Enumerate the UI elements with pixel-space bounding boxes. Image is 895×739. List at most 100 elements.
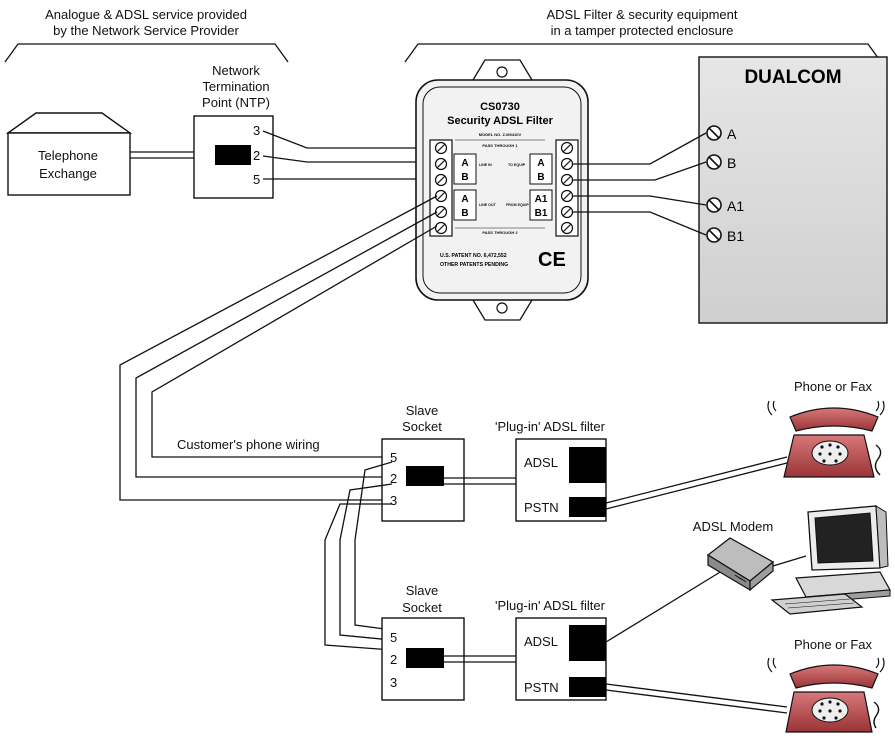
filter-pass-top: PASS THROUGH 1 xyxy=(482,143,518,148)
filter-right-label-b1: B1 xyxy=(535,208,548,219)
slave-socket-1-title-line2: Socket xyxy=(402,419,442,434)
plugin-filter-2: 'Plug-in' ADSL filter ADSL PSTN xyxy=(495,598,607,701)
filter-body-inner xyxy=(422,86,582,294)
plugin-filter-1-adsl-port xyxy=(569,447,606,483)
exchange-roof xyxy=(5,112,133,134)
enclosure-header: ADSL Filter & security equipment in a ta… xyxy=(404,7,882,63)
filter-right-label-a1: A1 xyxy=(535,194,548,205)
filter-pass-mid: PASS THROUGH 2 xyxy=(482,230,518,235)
slave-socket-2-pin-2: 2 xyxy=(390,652,397,667)
filter-patent-line2: OTHER PATENTS PENDING xyxy=(440,262,508,268)
dualcom-box xyxy=(698,56,888,324)
provider-bracket xyxy=(4,43,289,63)
plugin-filter-1-adsl-label: ADSL xyxy=(524,455,558,470)
phone1-cord-a xyxy=(605,456,788,504)
dualcom-wire-a xyxy=(573,132,707,165)
slave-socket-1-jack xyxy=(406,466,444,486)
ntp-pin-2: 2 xyxy=(253,148,260,163)
slave-socket-2-title-line2: Socket xyxy=(402,600,442,615)
filter-right-label-a: A xyxy=(537,158,544,169)
filter-left-label-b1: B xyxy=(461,172,468,183)
modem-icon xyxy=(706,537,775,592)
computer-icon xyxy=(770,505,891,615)
exchange-label-line1: Telephone xyxy=(38,148,98,163)
filter-left-label-a1: A xyxy=(461,158,468,169)
plugin-filter-1-title: 'Plug-in' ADSL filter xyxy=(495,419,606,434)
slave-socket-1: Slave Socket 5 2 3 xyxy=(381,403,465,522)
telephone-exchange: Telephone Exchange xyxy=(5,112,133,196)
filter-line-out-block xyxy=(453,189,477,221)
filter-to-equip-block xyxy=(529,153,553,185)
filter-from-equip: FROM EQUIP xyxy=(506,203,529,207)
dualcom-wire-a1 xyxy=(573,195,707,206)
filter-right-label-b: B xyxy=(537,172,544,183)
socket-link-wire-a xyxy=(324,503,393,651)
filter-line-out: LINE OUT xyxy=(479,203,497,207)
provider-header-line1: Analogue & ADSL service provided xyxy=(45,7,247,22)
slave-socket-2-pin-5: 5 xyxy=(390,630,397,645)
dualcom-wire-b1 xyxy=(573,211,707,236)
ntp-pin-5: 5 xyxy=(253,172,260,187)
enclosure-header-line1: ADSL Filter & security equipment xyxy=(547,7,738,22)
customer-wire-mid xyxy=(135,211,438,478)
enclosure-header-line2: in a tamper protected enclosure xyxy=(551,23,734,38)
dualcom-terminal-a-label: A xyxy=(727,126,737,142)
filter-left-terminal-strip xyxy=(429,139,453,237)
modem-label: ADSL Modem xyxy=(693,519,773,534)
ntp-title-line3: Point (NTP) xyxy=(202,95,270,110)
filter-model-no: MODEL NO. Z-M0410V xyxy=(479,132,522,137)
filter-right-terminals xyxy=(560,141,574,235)
phone-2-label: Phone or Fax xyxy=(794,637,873,652)
modem-cord xyxy=(605,565,731,643)
filter-line-in: LINE IN xyxy=(479,163,492,167)
phone-2-icon xyxy=(767,657,885,733)
dualcom-wire-b xyxy=(573,161,707,181)
slave-socket-1-title-line1: Slave xyxy=(406,403,439,418)
filter-ear-bottom-hole xyxy=(496,302,508,314)
slave-socket-1-pin-2: 2 xyxy=(390,471,397,486)
plugin-filter-1: 'Plug-in' ADSL filter ADSL PSTN xyxy=(495,419,607,522)
dualcom-brand: DUALCOM xyxy=(744,67,841,88)
dualcom-terminal-b-label: B xyxy=(727,155,736,171)
ntp-wire-3 xyxy=(262,130,437,149)
plugin-filter-1-pstn-label: PSTN xyxy=(524,500,559,515)
provider-header: Analogue & ADSL service provided by the … xyxy=(4,7,289,63)
phone2-cord-b xyxy=(605,689,788,714)
plugin-filter-2-adsl-port xyxy=(569,625,606,661)
slave-socket-2-pin-3: 3 xyxy=(390,675,397,690)
slave-socket-2-box xyxy=(381,617,465,701)
filter-left-terminals xyxy=(434,141,448,235)
provider-header-line2: by the Network Service Provider xyxy=(53,23,239,38)
phone1-cord-b xyxy=(605,462,788,510)
phone-1-icon xyxy=(767,400,885,478)
slave-socket-2-jack xyxy=(406,648,444,668)
customer-wire-inner xyxy=(151,225,438,458)
filter-model-line1: CS0730 xyxy=(480,101,520,113)
filter-ear-top-hole xyxy=(496,66,508,78)
filter-right-terminal-strip xyxy=(555,139,579,237)
dualcom-terminal-a1-label: A1 xyxy=(727,198,744,214)
phone2-cord-a xyxy=(605,683,788,708)
ntp-pin-3: 3 xyxy=(253,123,260,138)
customer-wiring-label: Customer's phone wiring xyxy=(177,437,320,452)
plugin-filter-1-pstn-port xyxy=(569,497,606,517)
ntp-title-line2: Termination xyxy=(202,79,269,94)
slave-socket-2: Slave Socket 5 2 3 xyxy=(381,583,465,701)
security-adsl-filter: CS0730 Security ADSL Filter MODEL NO. Z-… xyxy=(415,59,589,321)
exchange-building xyxy=(7,132,131,196)
socket-link-wire-c xyxy=(354,461,393,631)
slave-socket-2-title-line1: Slave xyxy=(406,583,439,598)
dualcom-terminal-b: B xyxy=(706,154,736,171)
slave-socket-1-pin-3: 3 xyxy=(390,493,397,508)
filter-body xyxy=(415,79,589,301)
exchange-label-line2: Exchange xyxy=(39,166,97,181)
filter-to-equip: TO EQUIP xyxy=(508,163,526,167)
ntp-socket xyxy=(215,145,251,165)
dualcom-terminal-a1: A1 xyxy=(706,197,744,214)
customer-wire-outer xyxy=(119,195,438,501)
plugin-filter-2-pstn-port xyxy=(569,677,606,697)
ntp: Network Termination Point (NTP) 3 2 5 xyxy=(193,63,274,199)
enclosure-bracket xyxy=(404,43,882,63)
filter-patent-line1: U.S. PATENT NO. 6,472,552 xyxy=(440,253,507,259)
